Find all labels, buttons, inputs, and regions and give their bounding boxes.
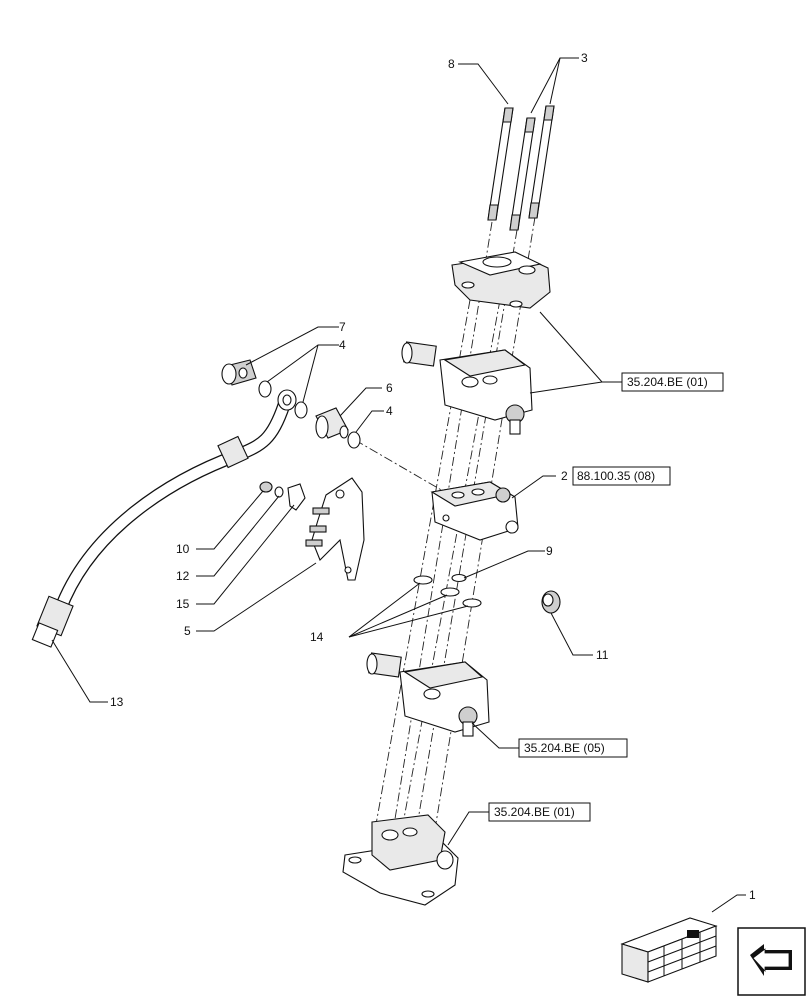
seal-4-lower bbox=[347, 431, 361, 449]
callout-9: 9 bbox=[546, 544, 553, 558]
reference-end-cover-label: 35.204.BE (01) bbox=[494, 805, 575, 819]
callout-3: 3 bbox=[581, 51, 588, 65]
tie-rod-8 bbox=[487, 107, 514, 221]
o-rings-14 bbox=[413, 575, 482, 608]
assembly-axis-lines bbox=[354, 216, 536, 869]
lower-valve-section bbox=[366, 652, 490, 737]
reference-end-cover[interactable]: 35.204.BE (01) bbox=[488, 802, 591, 822]
callout-2: 2 bbox=[561, 469, 568, 483]
seal-4-left bbox=[258, 380, 272, 398]
callout-1: 1 bbox=[749, 888, 756, 902]
callout-11: 11 bbox=[596, 648, 609, 662]
nut-10 bbox=[259, 481, 273, 493]
tie-rod-3a bbox=[509, 117, 536, 231]
callout-4-upper: 4 bbox=[339, 338, 346, 352]
callout-13: 13 bbox=[110, 695, 124, 709]
seal-4-right bbox=[294, 401, 308, 419]
leader-lines bbox=[51, 57, 746, 913]
callout-4-lower: 4 bbox=[386, 404, 393, 418]
callout-14: 14 bbox=[310, 630, 324, 644]
callout-5: 5 bbox=[184, 624, 191, 638]
bracket-5 bbox=[305, 477, 365, 581]
reference-lower-valve[interactable]: 35.204.BE (05) bbox=[518, 738, 628, 758]
hose-13 bbox=[31, 389, 297, 648]
kit-box-icon bbox=[620, 917, 718, 983]
reference-inlet-section[interactable]: 88.100.35 (08) bbox=[572, 466, 671, 486]
plug-11 bbox=[541, 590, 561, 614]
callout-8: 8 bbox=[448, 57, 455, 71]
callout-12: 12 bbox=[176, 569, 190, 583]
o-ring-9 bbox=[451, 573, 467, 583]
upper-valve-section bbox=[401, 341, 533, 435]
washer-12 bbox=[274, 486, 284, 498]
top-end-cover bbox=[451, 251, 551, 309]
reference-top-valve-label: 35.204.BE (01) bbox=[627, 375, 708, 389]
reference-inlet-section-label: 88.100.35 (08) bbox=[577, 469, 655, 483]
inlet-section bbox=[430, 481, 519, 541]
callout-6: 6 bbox=[386, 381, 393, 395]
clip-15 bbox=[287, 483, 306, 511]
callout-7: 7 bbox=[339, 320, 346, 334]
callout-numbers: 8 3 7 4 6 4 2 9 10 12 15 5 14 11 13 1 bbox=[110, 51, 756, 902]
previous-page-arrow-icon[interactable] bbox=[737, 927, 806, 996]
bottom-end-cover bbox=[342, 814, 459, 906]
callout-10: 10 bbox=[176, 542, 190, 556]
reference-top-valve[interactable]: 35.204.BE (01) bbox=[621, 372, 724, 392]
callout-15: 15 bbox=[176, 597, 190, 611]
tie-rod-3b bbox=[528, 105, 555, 219]
reference-lower-valve-label: 35.204.BE (05) bbox=[524, 741, 605, 755]
banjo-bolt-7 bbox=[221, 359, 257, 386]
